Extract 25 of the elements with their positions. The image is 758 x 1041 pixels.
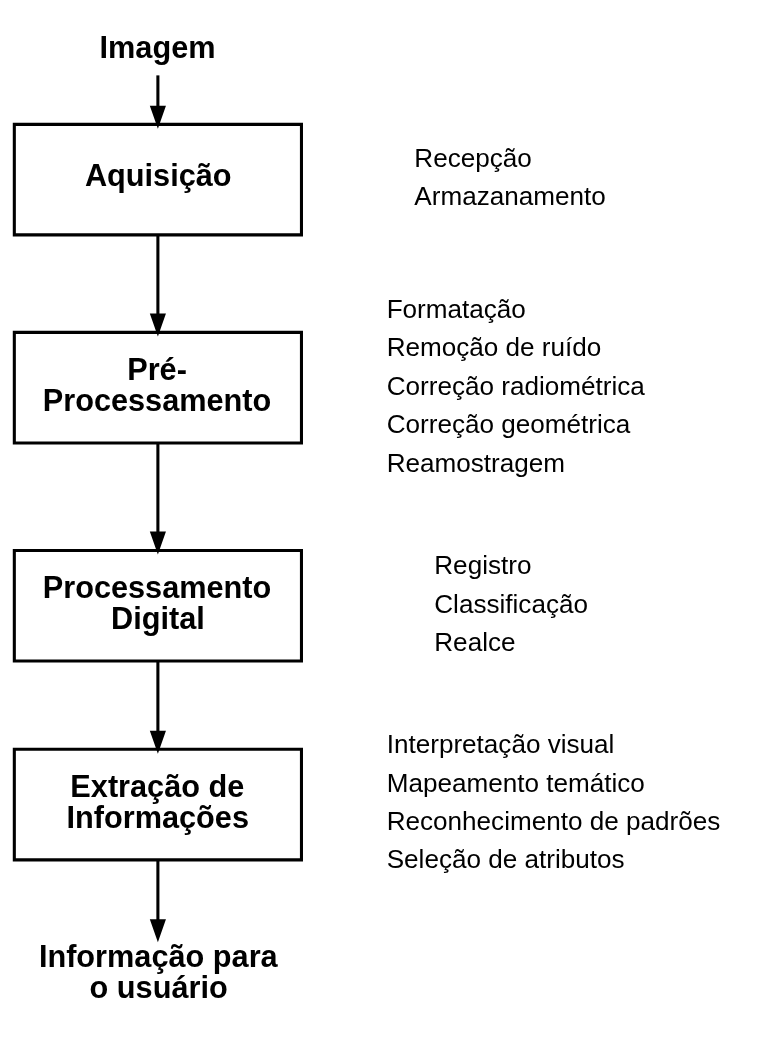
node-label: Formatação	[386, 293, 526, 324]
node-box: Processamento Digital	[12, 548, 303, 663]
node-label: Remoção de ruído	[386, 332, 602, 363]
node-box: Pré- Processamento	[12, 330, 303, 445]
arrow	[149, 443, 166, 555]
node-label: Recepção	[414, 142, 532, 173]
arrow	[149, 75, 166, 129]
node-label: Armazanamento	[414, 181, 606, 212]
arrow	[149, 860, 166, 943]
node-label: Seleção de atributos	[386, 844, 625, 875]
node-label: Realce	[434, 627, 516, 658]
node-label: Reconhecimento de padrões	[386, 806, 721, 837]
node-label: Mapeamento temático	[386, 767, 645, 798]
node-box: Aquisição	[12, 122, 303, 237]
node-text: Imagem	[99, 30, 216, 66]
node-label: Correção geométrica	[386, 409, 631, 440]
node-text: Informação para o usuário	[38, 939, 278, 1006]
node-label: Classificação	[434, 588, 589, 619]
node-label: Reamostragem	[386, 447, 566, 478]
node-label: Registro	[434, 550, 532, 581]
arrow	[149, 235, 166, 337]
node-label: Correção radiométrica	[386, 370, 645, 401]
node-box: Extração de Informações	[12, 747, 303, 862]
arrow	[149, 661, 166, 754]
node-label: Interpretação visual	[386, 729, 615, 760]
